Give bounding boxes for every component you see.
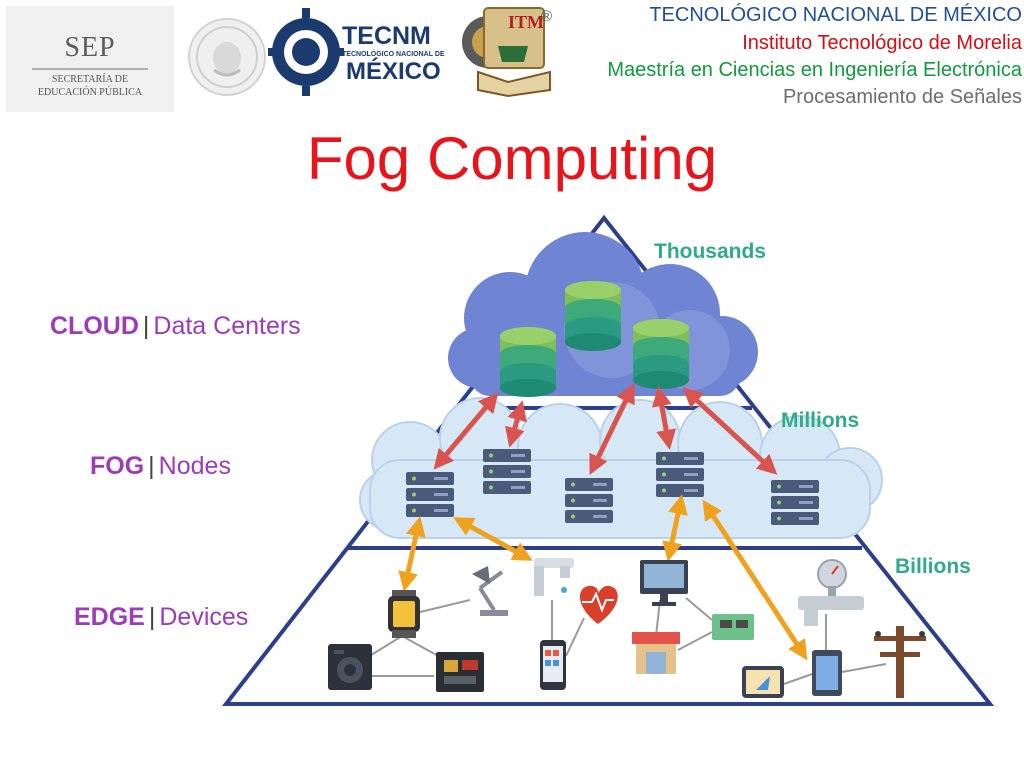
slide-title: Fog Computing (306, 125, 718, 192)
tecnm-logo-subtitle: TECNOLÓGICO NACIONAL DE (342, 51, 445, 58)
tecnm-logo-text: TECNM (342, 22, 431, 50)
heart-monitor-icon (580, 585, 618, 624)
itm-logo: ITM (458, 2, 560, 98)
tier-divider: | (148, 452, 155, 480)
speaker-icon (328, 644, 372, 690)
edge-tier-label: EDGE|Devices (74, 603, 248, 632)
institution-line-3: Maestría en Ciencias en Ingeniería Elect… (607, 59, 1022, 81)
water-meter-icon (798, 559, 864, 626)
mexico-seal-logo (188, 18, 266, 96)
tier-divider: | (148, 603, 156, 631)
raspberry-board-icon (436, 652, 484, 692)
server-icon (406, 472, 454, 517)
circuit-board-icon (712, 614, 754, 640)
tablet-icon (812, 650, 842, 696)
itm-logo-text: ITM (508, 12, 544, 32)
server-icon (565, 478, 613, 523)
edge-tier-name: EDGE (74, 603, 145, 631)
logo-bar: SEP SECRETARÍA DE EDUCACIÓN PÚBLICA TECN… (0, 0, 560, 112)
fog-edge-arrows (398, 494, 808, 661)
monitor-icon (640, 560, 688, 606)
institution-line-4: Procesamiento de Señales (782, 86, 1022, 108)
cloud-tier-detail: Data Centers (153, 312, 301, 340)
registered-mark: ® (541, 8, 553, 25)
database-icon (633, 319, 689, 389)
fog-tier-label: FOG|Nodes (90, 452, 231, 481)
cloud-tier-name: CLOUD (50, 312, 139, 340)
sep-logo-subtitle-1: SECRETARÍA DE (51, 74, 129, 85)
smartphone-icon (540, 640, 566, 690)
edge-tier-detail: Devices (159, 603, 249, 631)
storefront-icon (632, 632, 680, 674)
fog-tier-detail: Nodes (158, 452, 231, 480)
gps-device-icon (742, 666, 784, 698)
tecnm-logo: TECNM TECNOLÓGICO NACIONAL DE MÉXICO (268, 0, 452, 104)
server-icon (483, 449, 531, 494)
faucet-icon (534, 558, 574, 596)
desk-lamp-icon (472, 566, 508, 616)
server-icon (656, 452, 704, 497)
cloud-tier-label: CLOUD|Data Centers (50, 312, 301, 341)
tecnm-logo-country: MÉXICO (346, 58, 441, 85)
fog-tier-name: FOG (90, 452, 145, 480)
institution-line-2: Instituto Tecnológico de Morelia (742, 32, 1022, 54)
institution-line-1: TECNOLÓGICO NACIONAL DE MÉXICO (649, 4, 1022, 26)
power-pole-icon (874, 626, 926, 698)
fog-count-label: Millions (781, 409, 860, 432)
sep-logo-subtitle-2: EDUCACIÓN PÚBLICA (37, 87, 143, 98)
tier-divider: | (142, 312, 150, 340)
database-icon (565, 281, 621, 351)
cloud-fog-arrows (433, 383, 778, 475)
edge-count-label: Billions (895, 555, 971, 578)
cloud-count-label: Thousands (654, 240, 767, 263)
sep-logo-divider (32, 68, 148, 70)
database-icon (500, 327, 556, 397)
sep-logo-text: SEP (64, 32, 116, 63)
smartwatch-icon (388, 590, 420, 638)
sep-logo: SEP SECRETARÍA DE EDUCACIÓN PÚBLICA (6, 6, 174, 112)
server-icon (771, 480, 819, 525)
